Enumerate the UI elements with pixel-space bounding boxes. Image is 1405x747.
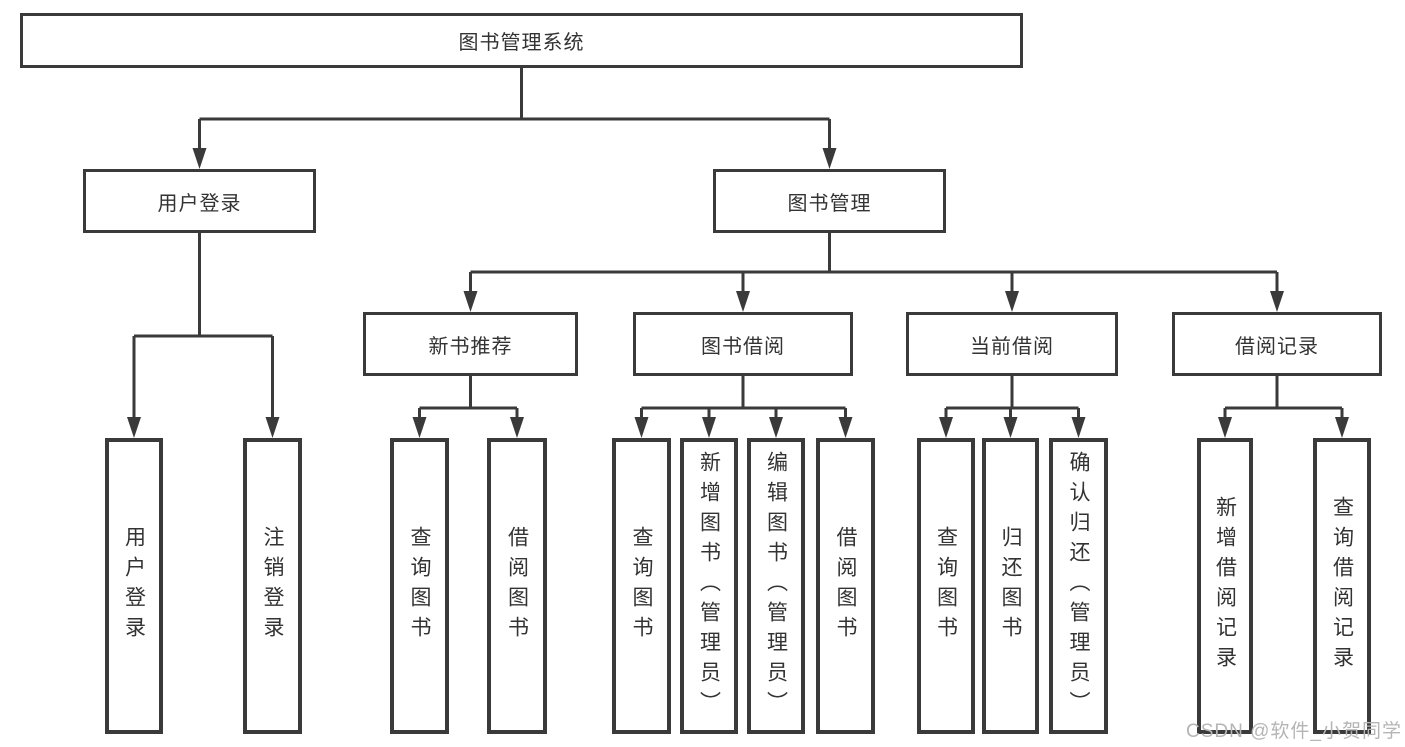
- leaf-edit-books-admin-label: 编辑图书（管理员）: [764, 451, 788, 721]
- leaf-add-books-admin-label: 新增图书（管理员）: [697, 451, 721, 721]
- node-borrowing-records: 借阅记录: [1172, 312, 1382, 376]
- leaf-query-borrow-record: 查询借阅记录: [1313, 438, 1371, 734]
- leaf-confirm-return-admin: 确认归还（管理员）: [1049, 438, 1108, 734]
- leaf-query-books-2-label: 查询图书: [630, 526, 653, 646]
- leaf-logout: 注销登录: [243, 438, 302, 734]
- leaf-query-borrow-record-label: 查询借阅记录: [1330, 496, 1354, 676]
- leaf-add-borrow-record: 新增借阅记录: [1197, 438, 1253, 734]
- leaf-borrow-books-2: 借阅图书: [816, 438, 875, 734]
- leaf-logout-label: 注销登录: [261, 526, 284, 646]
- node-book-management: 图书管理: [713, 169, 946, 233]
- leaf-query-books-1: 查询图书: [390, 438, 449, 734]
- csdn-watermark: CSDN @软件_小贺同学: [1186, 721, 1402, 742]
- leaf-user-login: 用户登录: [105, 438, 163, 734]
- leaf-add-borrow-record-label: 新增借阅记录: [1213, 496, 1237, 676]
- leaf-return-books-label: 归还图书: [999, 526, 1022, 646]
- leaf-borrow-books-1: 借阅图书: [487, 438, 547, 734]
- leaf-return-books: 归还图书: [982, 438, 1039, 734]
- node-user-login: 用户登录: [83, 169, 316, 233]
- leaf-confirm-return-admin-label: 确认归还（管理员）: [1067, 451, 1090, 721]
- node-new-book-recommendation: 新书推荐: [363, 312, 578, 376]
- leaf-edit-books-admin: 编辑图书（管理员）: [747, 438, 805, 734]
- leaf-borrow-books-2-label: 借阅图书: [834, 526, 857, 646]
- node-book-borrowing: 图书借阅: [633, 312, 853, 376]
- leaf-query-books-1-label: 查询图书: [408, 526, 431, 646]
- leaf-query-books-3-label: 查询图书: [934, 526, 958, 646]
- node-library-management-system: 图书管理系统: [20, 13, 1023, 68]
- leaf-add-books-admin: 新增图书（管理员）: [680, 438, 738, 734]
- leaf-borrow-books-1-label: 借阅图书: [505, 526, 529, 646]
- leaf-query-books-3: 查询图书: [917, 438, 975, 734]
- node-current-borrowing: 当前借阅: [906, 312, 1118, 376]
- leaf-user-login-label: 用户登录: [122, 526, 146, 646]
- leaf-query-books-2: 查询图书: [612, 438, 671, 734]
